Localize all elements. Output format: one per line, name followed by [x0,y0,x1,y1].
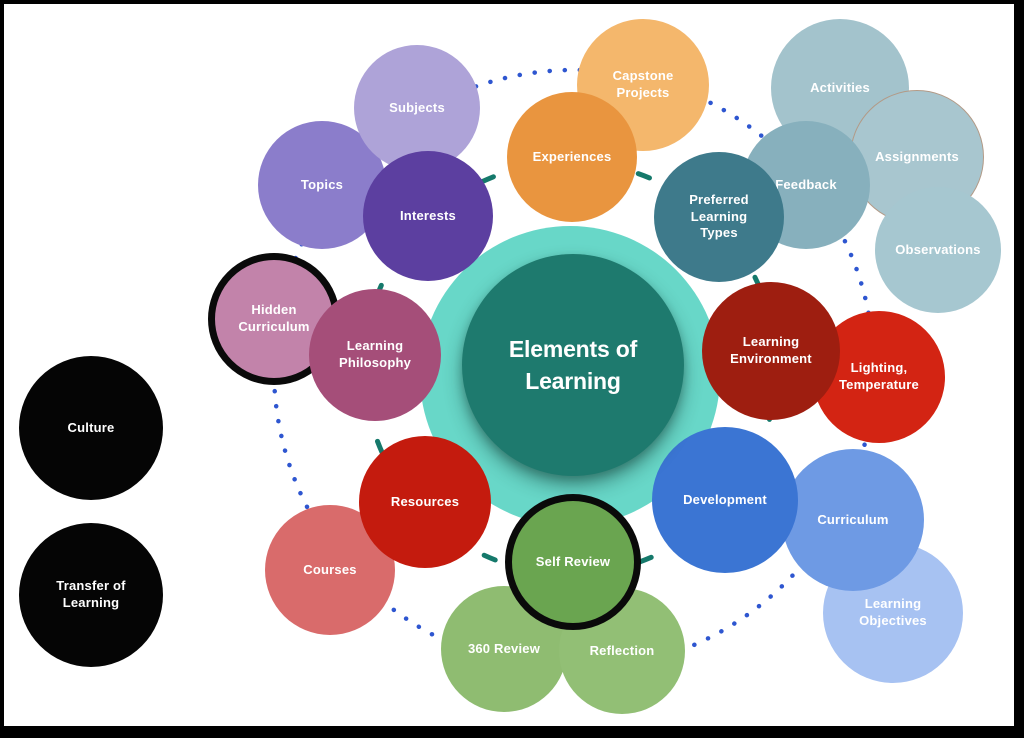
culture-label: Culture [67,419,115,435]
subjects-bubble: Subjects [354,45,480,171]
assignments-label: Assignments [875,148,959,164]
resources-label: Resources [390,493,460,509]
feedback-label: Feedback [775,176,837,192]
interests-label: Interests [400,207,456,223]
activities-label: Activities [810,79,870,95]
transfer-of-learning-bubble: Transfer of Learning [19,523,163,667]
elements-of-learning-center-bubble: Elements of Learning [462,254,684,476]
courses-bubble: Courses [265,505,395,635]
preferred-learning-types-label: Preferred Learning Types [689,191,749,241]
observations-label: Observations [895,241,981,257]
lighting-temperature-label: Lighting, Temperature [839,360,919,392]
curriculum-label: Curriculum [817,511,889,527]
transfer-of-learning-label: Transfer of Learning [56,578,126,610]
experiences-label: Experiences [532,148,612,164]
self-review-bubble: Self Review [505,494,641,630]
learning-philosophy-label: Learning Philosophy [338,338,412,370]
courses-label: Courses [303,561,357,577]
development-label: Development [683,491,767,507]
observations-bubble: Observations [875,187,1001,313]
self-review-label: Self Review [535,553,611,569]
elements-of-learning-center-label: Elements of Learning [508,335,638,394]
learning-environment-bubble: Learning Environment [702,282,840,420]
interests-bubble: Interests [363,151,493,281]
360-review-label: 360 Review [467,640,541,656]
experiences-bubble: Experiences [507,92,637,222]
learning-objectives-label: Learning Objectives [859,596,927,628]
subjects-label: Subjects [389,99,445,115]
capstone-projects-label: Capstone Projects [612,68,674,100]
reflection-label: Reflection [589,642,655,658]
preferred-learning-types-bubble: Preferred Learning Types [654,152,784,282]
learning-environment-label: Learning Environment [730,334,812,366]
culture-bubble: Culture [19,356,163,500]
resources-bubble: Resources [359,436,491,568]
topics-label: Topics [300,176,344,192]
learning-philosophy-bubble: Learning Philosophy [309,289,441,421]
hidden-curriculum-label: Hidden Curriculum [238,302,310,334]
curriculum-bubble: Curriculum [782,449,924,591]
development-bubble: Development [652,427,798,573]
